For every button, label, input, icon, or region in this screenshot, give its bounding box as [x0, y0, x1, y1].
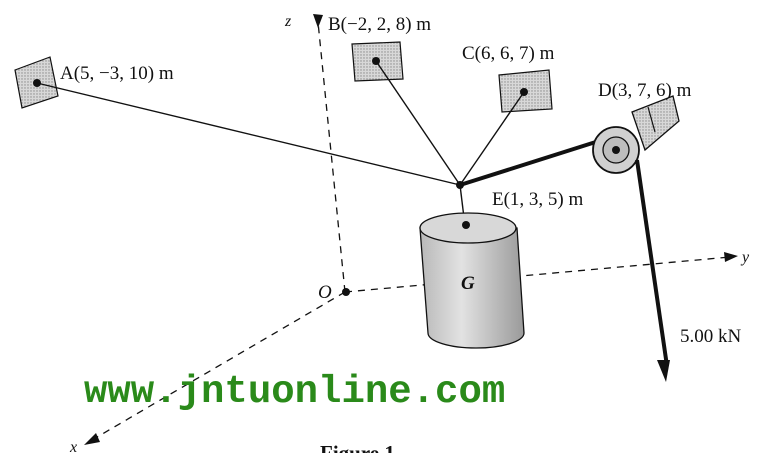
- force-arrowhead-icon: [657, 360, 670, 382]
- origin-point: [342, 288, 350, 296]
- cables: [36, 60, 525, 227]
- z-arrow-icon: [313, 14, 323, 28]
- point-E: [456, 181, 464, 189]
- cable-CE: [459, 91, 525, 186]
- x-axis: [91, 291, 346, 441]
- cylinder-label: G: [461, 273, 475, 294]
- force-arrow: [635, 159, 669, 367]
- axis-x-label: x: [69, 439, 77, 453]
- label-C: C(6, 6, 7) m: [462, 43, 555, 64]
- axes: [91, 21, 731, 441]
- plate-A: [14, 56, 59, 109]
- origin-label: O: [318, 282, 332, 303]
- x-arrow-icon: [84, 433, 100, 445]
- watermark: www.jntuonline.com: [84, 370, 505, 414]
- plate-C: [498, 69, 553, 113]
- cylinder-G: [419, 212, 525, 349]
- label-A: A(5, −3, 10) m: [60, 63, 174, 84]
- plate-B: [351, 41, 404, 82]
- pulley-D: [592, 95, 680, 174]
- z-axis: [317, 21, 346, 293]
- label-E: E(1, 3, 5) m: [492, 189, 584, 210]
- axis-z-label: z: [284, 13, 292, 30]
- cable-ED: [459, 138, 603, 187]
- axis-y-label: y: [740, 249, 750, 266]
- y-arrow-icon: [724, 252, 738, 262]
- axis-arrowheads: [84, 14, 738, 445]
- y-axis: [344, 256, 731, 293]
- label-D: D(3, 7, 6) m: [598, 80, 692, 101]
- cable-BE: [375, 60, 461, 186]
- force-label: 5.00 kN: [680, 326, 742, 347]
- label-B: B(−2, 2, 8) m: [328, 14, 431, 35]
- figure-caption: Figure 1: [320, 441, 395, 453]
- cable-AE: [36, 82, 461, 186]
